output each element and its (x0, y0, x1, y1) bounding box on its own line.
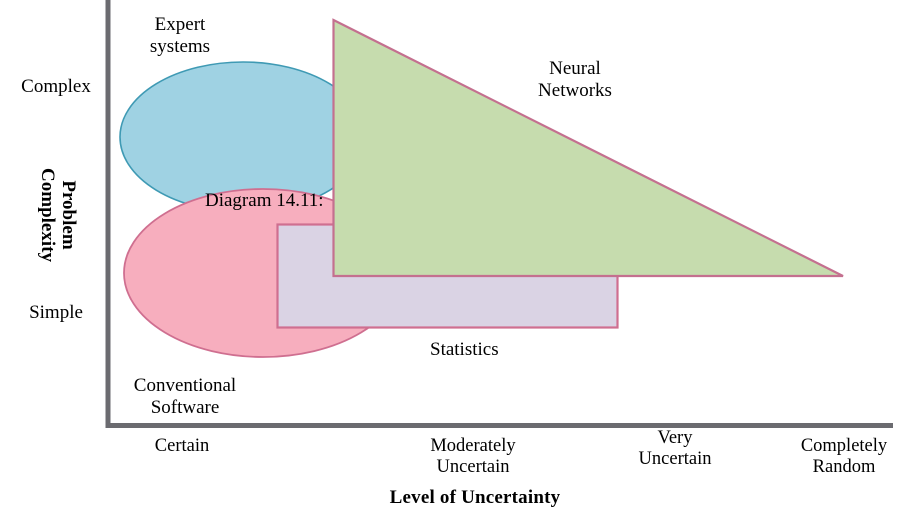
y-axis-low-label: Simple (29, 302, 83, 323)
x-axis-tick-certain: Certain (154, 436, 210, 456)
x-axis-title: Level of Uncertainty (389, 487, 561, 508)
x-axis-tick-completely-random: Completely Random (800, 436, 888, 478)
x-axis-tick-moderately-uncertain: Moderately Uncertain (430, 436, 516, 478)
y-axis-high-label: Complex (21, 76, 91, 97)
region-label-statistics: Statistics (430, 339, 499, 360)
region-neural-networks (332, 18, 844, 278)
region-label-conventional-software: Conventional Software (133, 375, 237, 418)
x-axis-tick-very-uncertain: Very Uncertain (638, 428, 712, 470)
region-label-expert-systems: Expert systems (149, 14, 211, 57)
y-axis-title: Problem Complexity (37, 168, 79, 262)
diagram-caption: Diagram 14.11: (205, 190, 324, 211)
region-label-neural-networks: Neural Networks (538, 58, 612, 101)
